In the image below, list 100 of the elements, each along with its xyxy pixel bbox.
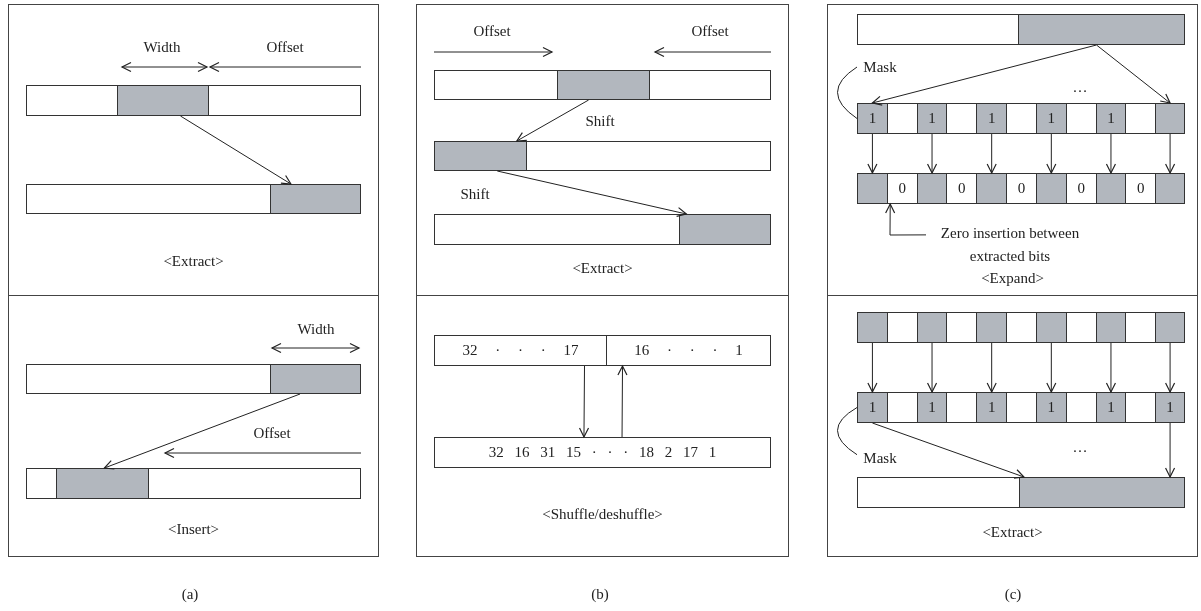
ellipsis-text: … [1072,438,1088,457]
arrow [1046,342,1057,393]
arrow [578,365,590,438]
bit-value: 1 [928,398,936,418]
panel [416,4,789,296]
bit-cell [916,103,948,134]
bit-value: 0 [1077,179,1085,199]
bit-field-bar [857,103,1185,134]
arrow [1096,44,1171,104]
bit-value: 1 [987,109,996,129]
ellipsis-text: … [1072,78,1088,97]
bit-cell [857,173,888,204]
bit-value: 16 · · · 1 [634,341,743,361]
dimension-label: Offset [266,38,304,57]
bit-field-bar [857,477,1185,508]
arrow [986,342,997,393]
shaded-segment [117,85,209,116]
panel-caption: <Insert> [167,520,220,539]
shaded-segment [270,364,361,394]
figure-label: (c) [1004,585,1022,604]
panel-caption: <Shuffle/deshuffle> [542,505,663,524]
figure-label: (a) [181,585,199,604]
shaded-segment [270,184,361,214]
bit-cell [976,312,1008,343]
shaded-segment [1018,14,1185,45]
leader-line [837,66,858,119]
dimension-label: Width [143,38,181,57]
bit-cell [1095,392,1127,423]
arrow [986,133,997,174]
bit-field-bar [26,184,361,214]
arrow [1105,133,1117,174]
bit-cell [1155,173,1185,204]
bit-field-bar [26,468,361,499]
bit-field-bar [434,437,771,468]
panel [8,295,379,557]
bit-cell [1155,392,1185,423]
arrow [1165,342,1176,393]
bit-cell [857,312,888,343]
figure-label: (b) [591,585,609,604]
bit-field-bar [434,214,771,245]
arrow [867,342,878,393]
bit-value: 1 [928,109,936,129]
panel [8,4,379,296]
bit-value: 32 · · · 17 [462,341,579,361]
bit-field-bar [26,364,361,394]
bit-value: 1 [1047,109,1056,129]
bit-field-bar [26,85,361,116]
bit-value: 0 [1017,179,1026,199]
bit-value: 1 [868,398,877,418]
dimension-label: Offset [691,22,729,41]
arrow [871,44,1097,106]
arrow [1105,342,1117,393]
arrow [1164,422,1176,478]
shaded-segment [679,214,771,245]
bit-field-bar [434,141,771,171]
bit-cell [1095,103,1127,134]
arrow [617,365,628,438]
bit-cell [1035,173,1067,204]
arrow [926,342,938,393]
arrow [871,422,1025,479]
bit-value: 0 [898,179,906,199]
bit-cell [1155,103,1185,134]
arrow [1165,133,1176,174]
panel-caption: <Extract> [572,259,633,278]
bit-cell [857,392,888,423]
bit-cell [857,103,888,134]
arrow [516,99,590,142]
arrow [885,203,927,236]
bit-cell [976,392,1008,423]
panel [827,295,1198,557]
arrow [103,393,301,470]
arrow [926,133,938,174]
bit-value: 1 [868,109,877,129]
bit-cell [1155,312,1185,343]
bit-value: 1 [1166,398,1174,418]
bit-field-bar [857,392,1185,423]
leader-line [837,407,858,456]
dimension-label: Width [297,320,335,339]
panel-caption: <Expand> [981,269,1044,288]
bit-cell [916,312,948,343]
bit-cell [1035,103,1067,134]
shaded-segment [1019,477,1185,508]
bit-field-bar [857,173,1185,204]
panel [416,295,789,557]
arrow [1046,133,1057,174]
shaded-segment [557,70,650,100]
bit-field-bar [857,14,1185,45]
bit-cell [1035,392,1067,423]
panel-caption: <Extract> [163,252,224,271]
arrow [867,133,878,174]
bit-value: 32 16 31 15 · · · 18 2 17 1 [488,443,717,463]
arrow [496,170,687,217]
bit-value: 0 [958,179,966,199]
bit-cell [916,392,948,423]
bit-value: 1 [1107,398,1115,418]
annotation-text: Zero insertion between extracted bits [926,222,1094,268]
arrow [180,115,292,185]
shaded-segment [434,141,527,171]
annotation-text: Mask [857,447,903,470]
panel-caption: <Extract> [982,523,1043,542]
